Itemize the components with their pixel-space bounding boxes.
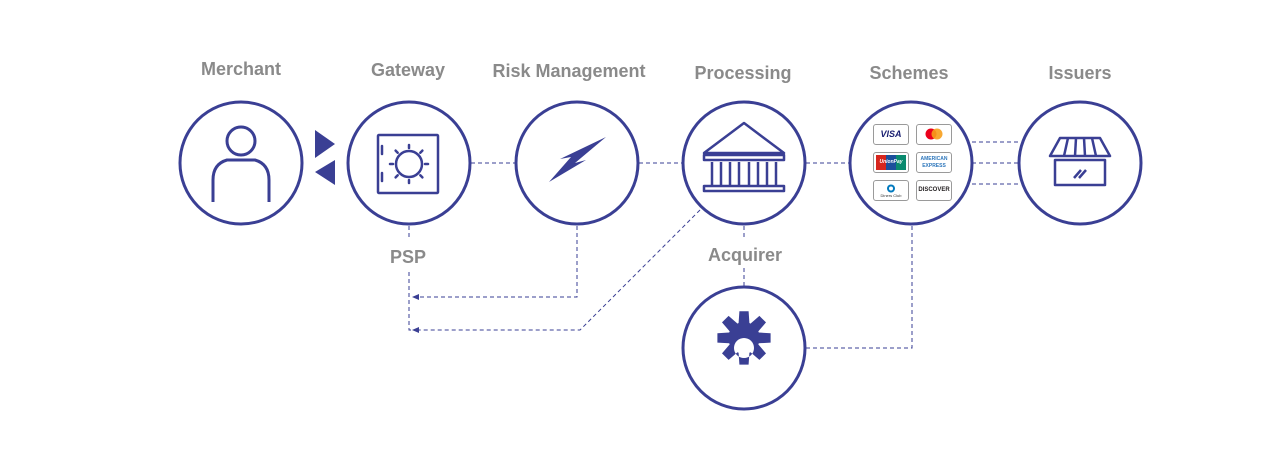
unionpay-logo: UnionPay xyxy=(876,155,906,170)
gateway-node xyxy=(346,100,472,226)
risk-return-path xyxy=(414,226,578,298)
connector-lines xyxy=(408,141,1020,349)
merchant-label: Merchant xyxy=(200,59,282,79)
gateway-label: Gateway xyxy=(370,60,446,80)
mastercard-logo-icon xyxy=(925,128,943,140)
amex-logo-text: AMERICAN EXPRESS xyxy=(920,155,948,169)
acquirer-node xyxy=(681,285,807,411)
visa-card: VISA xyxy=(873,124,909,145)
arrow-head-icon xyxy=(412,294,419,300)
psp-label: PSP xyxy=(389,247,427,267)
psp-return-path xyxy=(408,272,414,331)
bidirectional-arrows xyxy=(315,130,335,185)
processing-return-path xyxy=(414,209,701,331)
schemes-node xyxy=(848,100,974,226)
risk-management-label: Risk Management xyxy=(492,61,646,81)
bank-icon xyxy=(702,121,786,193)
diners-logo-text: Diners Club xyxy=(880,192,902,198)
schemes-label: Schemes xyxy=(869,63,949,83)
store-icon xyxy=(1048,136,1112,187)
issuers-label: Issuers xyxy=(1048,63,1112,83)
processing-label: Processing xyxy=(694,63,792,83)
issuers-node xyxy=(1017,100,1143,226)
arrow-head-icon xyxy=(412,327,419,333)
amex-card: AMERICAN EXPRESS xyxy=(916,152,952,173)
lightning-icon xyxy=(549,137,606,182)
processing-node xyxy=(681,100,807,226)
visa-logo-text: VISA xyxy=(880,129,902,139)
arrow-right-icon xyxy=(315,130,335,158)
unionpay-card: UnionPay xyxy=(873,152,909,173)
merchant-node xyxy=(178,100,304,226)
diners-logo-icon xyxy=(887,184,895,192)
acquirer-schemes-path xyxy=(806,226,913,349)
discover-logo-text: DISCOVER xyxy=(918,187,950,193)
arrow-left-icon xyxy=(315,160,335,185)
user-icon xyxy=(211,125,271,202)
gear-icon xyxy=(717,311,771,365)
discover-card: DISCOVER xyxy=(916,180,952,201)
mastercard-card xyxy=(916,124,952,145)
unionpay-logo-text: UnionPay xyxy=(879,159,903,165)
acquirer-label: Acquirer xyxy=(707,245,783,265)
arrow-heads xyxy=(412,294,419,333)
safe-icon xyxy=(376,133,440,195)
diners-card: Diners Club xyxy=(873,180,909,201)
